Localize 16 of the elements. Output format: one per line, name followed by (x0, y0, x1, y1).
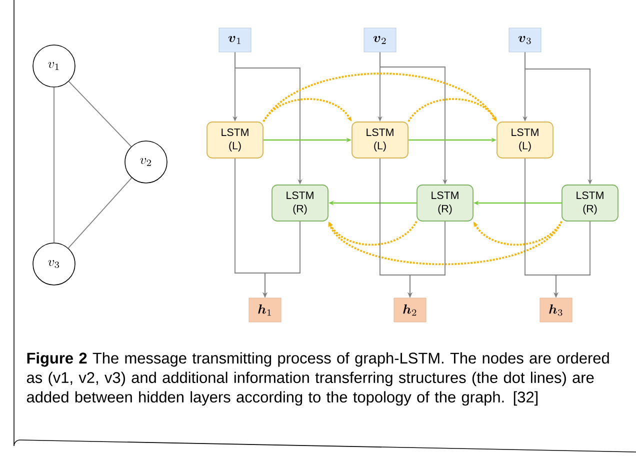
lstm-cell: LSTM (R) (562, 184, 618, 222)
lstm-cell: LSTM (R) (416, 184, 474, 222)
lstm-cell: LSTM (L) (206, 122, 264, 158)
input-box: $\boldsymbol{v}_{1}$ (218, 28, 252, 52)
input-box: $\boldsymbol{v}_{3}$ (508, 28, 542, 52)
lstm-cell: LSTM (L) (496, 122, 554, 158)
output-box: $\boldsymbol{h}_{3}$ (540, 298, 572, 322)
lstm-cell: LSTM (R) (272, 184, 328, 222)
input-box: $\boldsymbol{v}_{2}$ (364, 28, 396, 52)
dotted-arrow (328, 220, 562, 266)
output-box: $\boldsymbol{h}_{2}$ (394, 298, 426, 322)
caption: Figure 2 The message transmitting process of graph-LSTM. The nodes are ordered as (v1, v2, v3) and additional information transferring structures (the dot lines) are added between hidden layers according to the topology of the graph. [32] (26, 352, 609, 406)
output-box: $\boldsymbol{h}_{1}$ (248, 298, 282, 322)
graph-edge (68, 177, 132, 249)
lstm-cell: LSTM (L) (352, 122, 408, 158)
graph-edge (68, 80, 132, 148)
